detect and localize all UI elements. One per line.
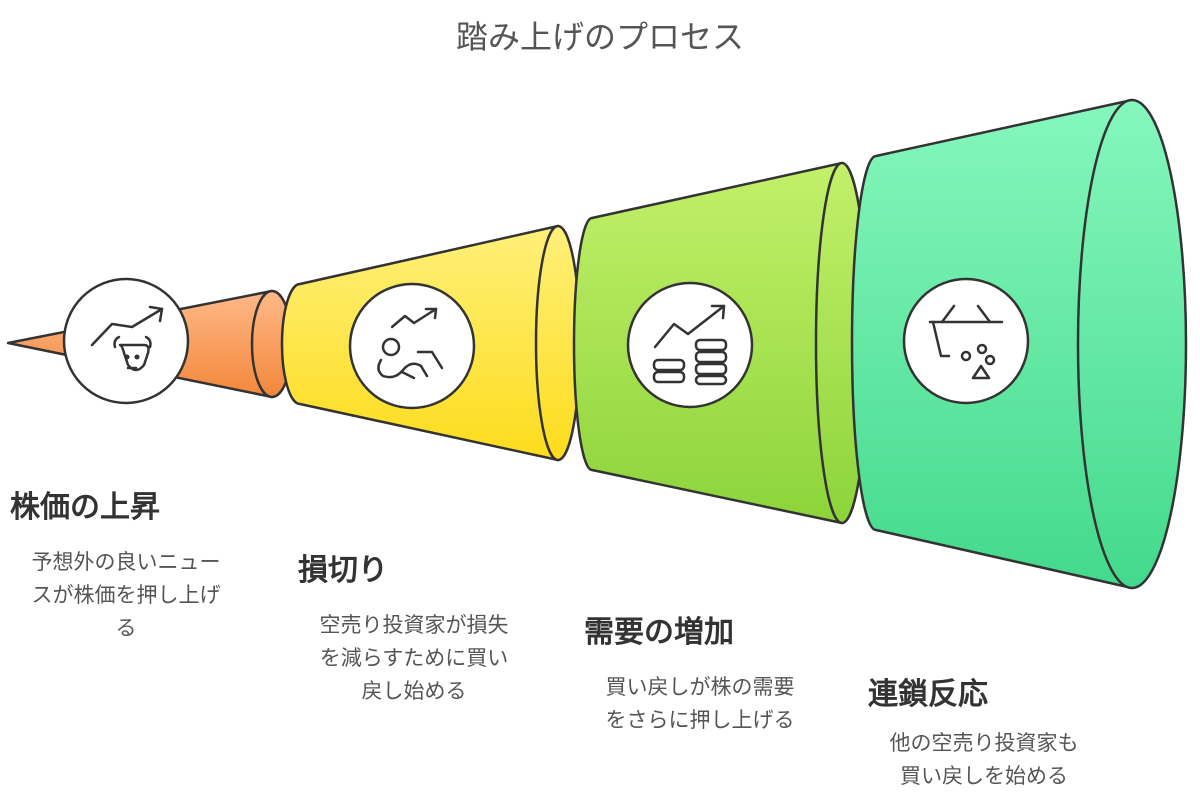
stage-4-heading: 連鎖反応 (868, 677, 988, 712)
stage-4-description: 他の空売り投資家も 買い戻しを始める (889, 731, 1079, 788)
stage-2-heading: 損切り (298, 553, 388, 588)
stage-2-description: 空売り投資家が損失 を減らすために買い 戻し始める (319, 613, 509, 703)
stage-1: 株価の上昇 予想外の良いニュー スが株価を押し上げ る (10, 482, 242, 645)
stage-3-description: 買い戻しが株の需要 をさらに押し上げる (605, 675, 795, 732)
basket-icon (902, 277, 1030, 405)
falling-person-chart-icon (348, 282, 476, 410)
stage-1-heading: 株価の上昇 (10, 490, 160, 525)
bull-chart-icon (62, 277, 190, 405)
stage-1-description: 予想外の良いニュー スが株価を押し上げ る (31, 550, 221, 640)
stage-3: 需要の増加 買い戻しが株の需要 をさらに押し上げる (584, 607, 816, 737)
stage-3-heading: 需要の増加 (584, 615, 734, 650)
diagram-title: 踏み上げのプロセス (455, 18, 744, 56)
stage-4: 連鎖反応 他の空売り投資家も 買い戻しを始める (868, 669, 1100, 793)
coins-chart-icon (626, 281, 754, 409)
stage-2: 損切り 空売り投資家が損失 を減らすために買い 戻し始める (298, 545, 530, 708)
